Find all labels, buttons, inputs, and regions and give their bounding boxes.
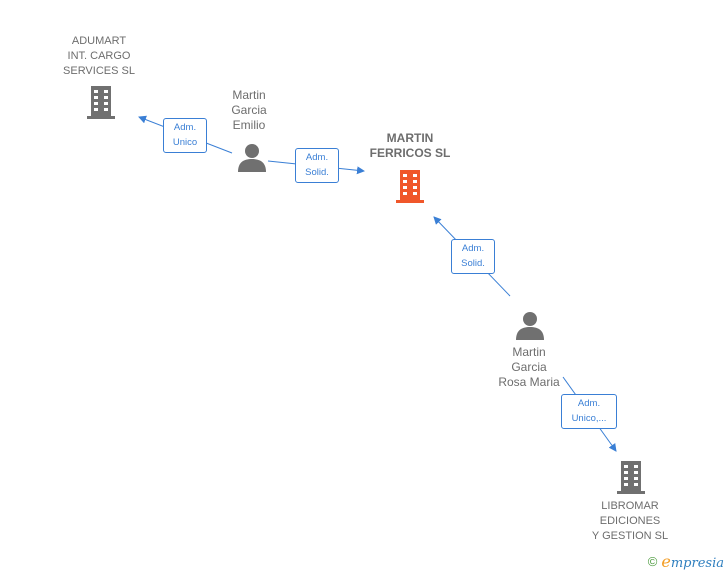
edge-label-emilio-ferricos[interactable]: Adm. Solid. — [295, 148, 339, 183]
node-label-garcia-emilio: Martin Garcia Emilio — [231, 88, 267, 132]
copyright-icon: © — [647, 554, 658, 569]
node-label-garcia-rosa: Martin Garcia Rosa Maria — [498, 345, 560, 389]
node-label-martin-ferricos: MARTIN FERRICOS SL — [369, 131, 451, 160]
brand-footer: © empresia — [648, 552, 724, 571]
person-icon — [238, 144, 266, 172]
building-icon — [617, 461, 645, 494]
building-icon — [87, 86, 115, 119]
edge-label-rosa-libromar[interactable]: Adm. Unico,... — [561, 394, 617, 429]
node-label-adumart: ADUMART INT. CARGO SERVICES SL — [63, 35, 135, 77]
edge-label-emilio-adumart[interactable]: Adm. Unico — [163, 118, 207, 153]
brand-logo: empresia — [661, 552, 724, 571]
building-icon-highlight — [396, 170, 424, 203]
person-icon — [516, 312, 544, 340]
edge-label-rosa-ferricos[interactable]: Adm. Solid. — [451, 239, 495, 274]
node-label-libromar: LIBROMAR EDICIONES Y GESTION SL — [591, 500, 669, 542]
